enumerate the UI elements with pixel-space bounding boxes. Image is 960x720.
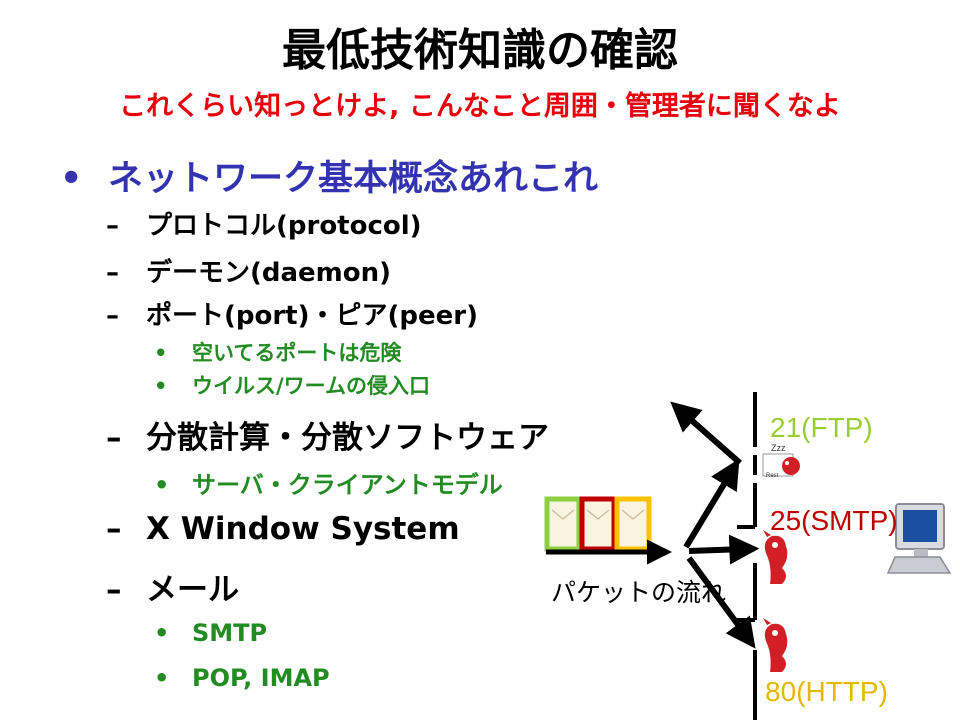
dash-marker: – (106, 258, 119, 288)
computer-icon (886, 503, 952, 574)
dash-marker: – (106, 420, 122, 456)
list-item-text: X Window System (146, 511, 460, 547)
arrow-to-ftp (683, 458, 740, 549)
bullet-dot: • (154, 341, 168, 365)
list-item-mail: –メール (106, 564, 239, 609)
sub-item-pop-imap: • POP, IMAP (154, 664, 330, 692)
sub-item-open-port: • 空いてるポートは危険 (154, 337, 401, 367)
dash-marker: – (106, 572, 122, 608)
sub-item-text: ウイルス/ワームの侵入口 (192, 374, 431, 398)
list-item-port-peer: –ポート(port)・ピア(peer) (106, 295, 478, 332)
list-item-protocol: –プロトコル(protocol) (106, 205, 422, 242)
main-bullet-text: ネットワーク基本概念あれこれ (108, 159, 599, 199)
dash-marker: – (106, 511, 122, 547)
sub-item-virus: • ウイルス/ワームの侵入口 (154, 370, 430, 400)
bullet-dot: • (154, 471, 170, 499)
daemon-icon (763, 618, 788, 672)
packet-red (579, 496, 617, 552)
packet-yellow (614, 496, 652, 552)
list-item-text: 分散計算・分散ソフトウェア (146, 420, 549, 456)
port-label-ftp: 21(FTP) (770, 412, 873, 443)
arrow-to-http (686, 556, 756, 649)
list-item-text: デーモン(daemon) (146, 258, 392, 288)
sub-item-server-client: • サーバ・クライアントモデル (154, 465, 503, 500)
sub-item-text: POP, IMAP (192, 664, 330, 692)
sleep-z-icon: Zzz (771, 443, 786, 453)
main-bullet: • ネットワーク基本概念あれこれ (60, 150, 598, 201)
sub-item-text: 空いてるポートは危険 (192, 341, 402, 365)
port-label-http: 80(HTTP) (765, 676, 888, 707)
bullet-dot: • (154, 374, 168, 398)
packet-stack (544, 496, 652, 552)
sub-item-smtp: • SMTP (154, 619, 267, 647)
bullet-dot: • (154, 664, 170, 692)
port-label-smtp: 25(SMTP) (770, 505, 898, 536)
list-item-text: メール (146, 572, 239, 608)
slide-subtitle: これくらい知っとけよ, こんなこと周囲・管理者に聞くなよ (119, 91, 841, 122)
sleeping-daemon-icon: Rest Zzz (762, 443, 800, 479)
arrow-to-smtp (688, 534, 760, 565)
bullet-dot: • (60, 159, 83, 199)
list-item-text: プロトコル(protocol) (146, 211, 422, 241)
sub-item-text: サーバ・クライアントモデル (192, 471, 503, 499)
list-item-daemon: –デーモン(daemon) (106, 252, 391, 289)
packet-green (544, 496, 582, 552)
bullet-dot: • (154, 619, 170, 647)
rest-label: Rest (766, 473, 779, 479)
list-item-x-window: –X Window System (106, 511, 460, 547)
list-item-distributed: –分散計算・分散ソフトウェア (106, 412, 549, 457)
packet-flow-label: パケットの流れ (551, 579, 727, 607)
dash-marker: – (106, 211, 119, 241)
port-wall (737, 392, 757, 720)
slide-title: 最低技術知識の確認 (282, 25, 678, 76)
dash-marker: – (106, 301, 119, 331)
daemon-icon (763, 530, 788, 584)
arrow-ftp-rejected (670, 401, 742, 466)
list-item-text: ポート(port)・ピア(peer) (146, 301, 478, 331)
sub-item-text: SMTP (192, 619, 268, 647)
